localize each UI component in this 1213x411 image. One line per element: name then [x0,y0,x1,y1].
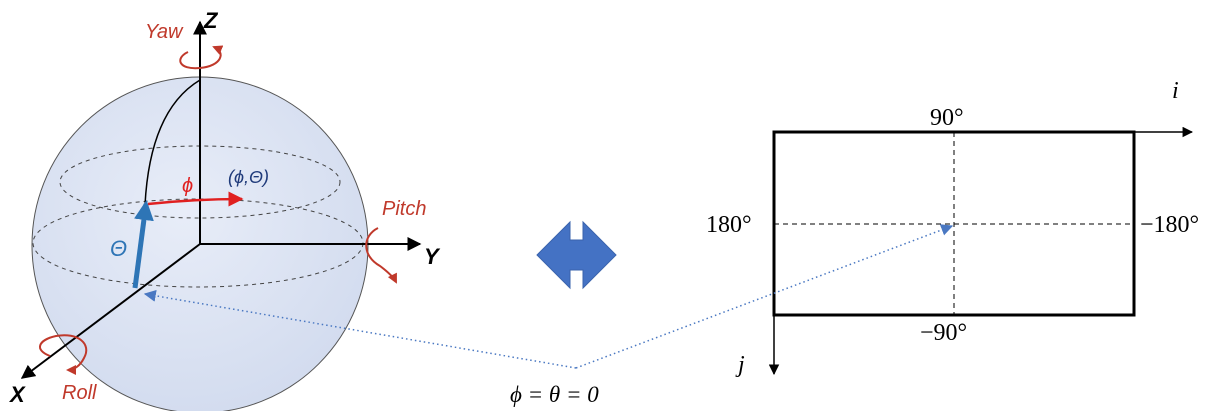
sphere-diagram: Z Y X Θ ϕ (ϕ,Θ) Yaw Pitch Roll [8,8,441,411]
meridian-arc [144,79,201,206]
pointer-line-right [575,224,954,369]
x-axis-label: X [8,382,26,407]
theta-label: Θ [110,236,127,261]
theta-arrow [132,200,154,289]
pitch-label: Pitch [382,198,426,220]
i-axis-label: i [1172,78,1179,104]
yaw-rotation-arrow [179,45,224,70]
y-axis-label: Y [424,244,441,269]
j-axis-label: j [735,352,745,378]
bottom-degree-label: −90° [920,320,967,346]
equirect-diagram: i j 90° −90° 180° −180° [706,78,1199,378]
top-degree-label: 90° [930,105,964,131]
pitch-rotation-arrow [365,227,397,284]
roll-label: Roll [62,382,97,404]
phi-label: ϕ [182,175,193,197]
right-degree-label: −180° [1140,212,1199,238]
x-axis [20,243,201,379]
origin-caption: ϕ = θ = 0 [510,382,599,407]
z-axis-label: Z [203,8,219,33]
pointer-line-left [143,289,577,369]
point-label: (ϕ,Θ) [228,167,269,187]
roll-rotation-arrow [39,334,88,375]
yaw-label: Yaw [145,21,184,43]
left-degree-label: 180° [706,212,752,238]
phi-arrow [147,191,244,207]
double-arrow-icon [536,220,617,290]
